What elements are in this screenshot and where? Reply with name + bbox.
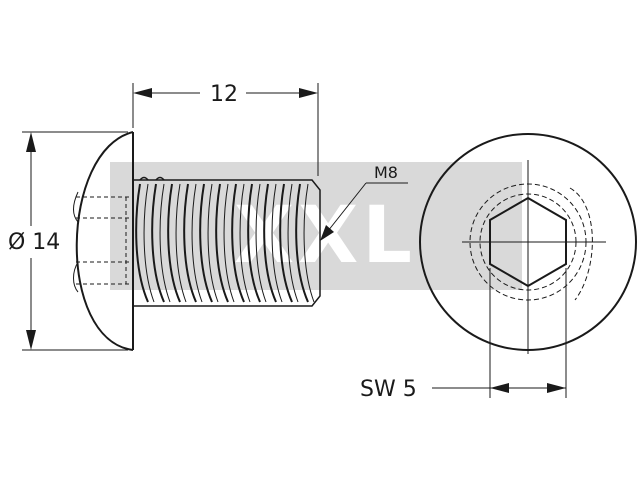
thread-root bbox=[159, 183, 171, 303]
thread-label: M8 bbox=[374, 163, 398, 182]
thread-root bbox=[303, 183, 315, 303]
hex-arrowhead-right bbox=[547, 383, 566, 393]
thread-hidden-circle bbox=[469, 183, 587, 301]
shank-outline bbox=[132, 179, 321, 307]
thread-crest bbox=[167, 183, 181, 303]
length-dimension bbox=[132, 83, 319, 176]
thread-start-arc bbox=[569, 187, 593, 301]
thread-crest bbox=[279, 183, 293, 303]
thread-crests bbox=[135, 183, 315, 303]
callout-leader bbox=[323, 182, 367, 237]
thread-root bbox=[207, 183, 219, 303]
thread-root bbox=[239, 183, 251, 303]
hidden-socket-lines bbox=[76, 196, 130, 285]
thread-crest bbox=[135, 183, 149, 303]
thread-root bbox=[191, 183, 203, 303]
length-label: 12 bbox=[210, 82, 238, 107]
thread-root bbox=[271, 183, 283, 303]
diameter-dimension bbox=[22, 131, 128, 351]
thread-root bbox=[143, 183, 155, 303]
arrowhead-top bbox=[26, 132, 36, 152]
head-dome-outline bbox=[75, 131, 134, 351]
thread-crest bbox=[215, 183, 229, 303]
thread-callout bbox=[320, 182, 408, 241]
arrowhead-left bbox=[133, 88, 152, 98]
thread-crest bbox=[199, 183, 213, 303]
screw-end-view bbox=[419, 133, 637, 354]
arrowhead-bottom bbox=[26, 330, 36, 350]
head-facet-upper bbox=[73, 191, 79, 223]
thread-crest bbox=[151, 183, 165, 303]
hex-arrowhead-left bbox=[490, 383, 509, 393]
thread-crest bbox=[247, 183, 261, 303]
thread-root bbox=[175, 183, 187, 303]
thread-crest bbox=[231, 183, 245, 303]
hex-width-dimension bbox=[432, 268, 567, 398]
thread-crest bbox=[263, 183, 277, 303]
hex-socket bbox=[489, 196, 567, 288]
diameter-label: Ø 14 bbox=[8, 230, 60, 255]
hex-size-label: SW 5 bbox=[360, 377, 417, 402]
thread-root bbox=[287, 183, 299, 303]
arrowhead-right bbox=[299, 88, 318, 98]
thread-crest bbox=[183, 183, 197, 303]
threaded-shank bbox=[132, 176, 321, 307]
thread-root-circle bbox=[479, 193, 577, 291]
callout-arrowhead bbox=[320, 225, 334, 241]
head-facet-lower bbox=[73, 261, 79, 293]
thread-root bbox=[255, 183, 267, 303]
thread-root bbox=[223, 183, 235, 303]
thread-crest bbox=[295, 183, 309, 303]
